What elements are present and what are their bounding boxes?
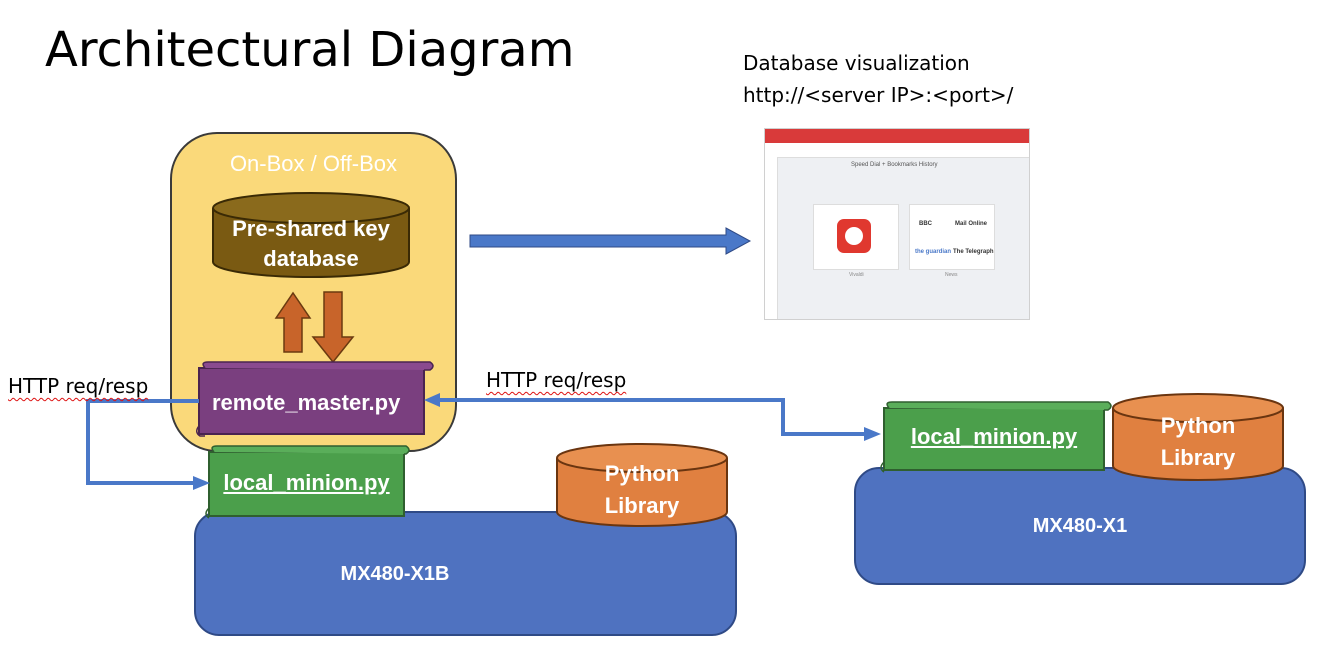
right-minion-label: local_minion.py bbox=[910, 424, 1078, 449]
browser-screenshot-thumbnail: Speed Dial + Bookmarks History Vivaldi B… bbox=[764, 128, 1030, 320]
right-connector-arrowhead-right-icon bbox=[864, 427, 881, 441]
news-item-4: The Telegraph bbox=[953, 249, 994, 255]
left-minion-scroll bbox=[205, 445, 410, 519]
left-device-label: MX480-X1B bbox=[340, 563, 450, 585]
arrow-up-icon bbox=[274, 291, 312, 353]
left-http-connector bbox=[86, 399, 199, 485]
right-minion-scroll bbox=[880, 401, 1112, 473]
left-library-label-line2: Library bbox=[604, 493, 680, 518]
right-library-label-line1: Python bbox=[1160, 413, 1236, 438]
news-item-1: BBC bbox=[919, 221, 932, 227]
arrow-down-icon bbox=[311, 291, 355, 364]
psk-database-cylinder bbox=[212, 192, 410, 278]
left-python-library-cylinder bbox=[556, 443, 728, 527]
tile1-caption: Vivaldi bbox=[849, 272, 864, 278]
page-title: Architectural Diagram bbox=[45, 22, 575, 78]
left-library-label: Python Library bbox=[557, 458, 727, 522]
news-item-3: the guardian bbox=[915, 249, 952, 255]
device-base-left bbox=[194, 511, 737, 636]
left-library-label-line1: Python bbox=[604, 461, 680, 486]
psk-database-label-line1: Pre-shared key bbox=[232, 216, 390, 241]
right-library-label-line2: Library bbox=[1160, 445, 1236, 470]
remote-master-label: remote_master.py bbox=[212, 390, 401, 415]
http-label-right-text: HTTP req/resp bbox=[486, 368, 627, 392]
right-library-label: Python Library bbox=[1113, 410, 1283, 474]
browser-speed-dial-tabs: Speed Dial + Bookmarks History bbox=[851, 162, 938, 168]
browser-sidebar bbox=[765, 157, 778, 319]
http-label-left: HTTP req/resp bbox=[8, 372, 148, 400]
http-label-left-text: HTTP req/resp bbox=[8, 374, 149, 398]
vivaldi-logo-icon bbox=[837, 219, 871, 253]
left-minion-label: local_minion.py bbox=[223, 470, 390, 495]
db-visualization-label: Database visualization bbox=[743, 51, 970, 75]
psk-database-label: Pre-shared key database bbox=[213, 214, 409, 274]
right-connector-arrowhead-left-icon bbox=[424, 393, 440, 407]
arrow-right-to-visualization-icon bbox=[469, 227, 752, 255]
news-item-2: Mail Online bbox=[955, 221, 988, 227]
right-python-library-cylinder bbox=[1112, 393, 1284, 481]
psk-database-label-line2: database bbox=[263, 246, 359, 271]
left-connector-arrowhead-icon bbox=[193, 476, 210, 490]
db-visualization-url: http://<server IP>:<port>/ bbox=[743, 83, 1014, 107]
right-http-connector bbox=[438, 398, 866, 436]
http-label-right: HTTP req/resp bbox=[486, 366, 626, 394]
remote-master-scroll bbox=[196, 361, 434, 437]
right-device-label: MX480-X1 bbox=[1032, 515, 1128, 537]
browser-titlebar bbox=[765, 129, 1029, 143]
browser-address-bar bbox=[765, 143, 1029, 158]
tile2-caption: News bbox=[945, 272, 958, 278]
onbox-label: On-Box / Off-Box bbox=[229, 151, 398, 176]
speed-dial-tile-news bbox=[909, 204, 995, 270]
